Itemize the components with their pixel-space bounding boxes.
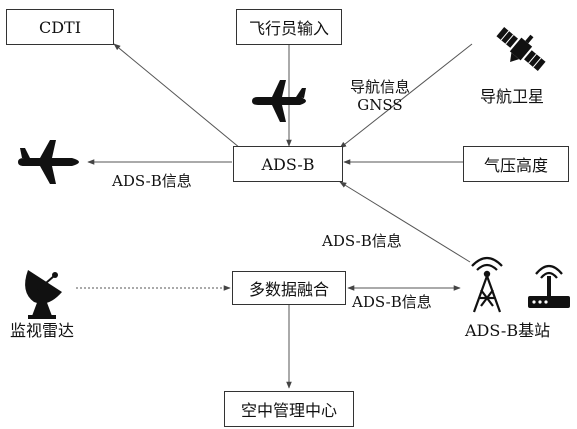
adsb-info-fusion-label: ADS-B信息 [352, 293, 432, 311]
radar-dish-icon [25, 270, 62, 319]
arrow-station-to-adsb [339, 181, 471, 263]
pilot-input-label: 飞行员输入 [248, 19, 329, 38]
radar-label: 监视雷达 [10, 321, 75, 340]
fusion-label: 多数据融合 [248, 280, 329, 299]
arrow-satellite-to-adsb [339, 43, 473, 149]
airplane-icon [252, 80, 306, 122]
arrow-adsb-to-cdti [113, 43, 241, 149]
adsb-info-left-label: ADS-B信息 [112, 172, 192, 190]
fusion-box: 多数据融合 [232, 271, 346, 305]
adsb-label: ADS-B [261, 154, 315, 174]
satellite-icon [496, 27, 546, 71]
airplane-icon [18, 140, 79, 184]
atc-center-label: 空中管理中心 [240, 401, 337, 420]
cdti-box: CDTI [6, 9, 114, 45]
station-label: ADS-B基站 [465, 321, 551, 340]
atc-center-box: 空中管理中心 [224, 391, 354, 427]
adsb-box: ADS-B [233, 146, 343, 182]
adsb-info-station-label: ADS-B信息 [322, 232, 402, 250]
pressure-altitude-label: 气压高度 [483, 156, 548, 175]
router-icon [528, 264, 570, 308]
nav-info-label: 导航信息 GNSS [349, 78, 410, 114]
pilot-input-box: 飞行员输入 [236, 9, 342, 45]
nav-satellite-label: 导航卫星 [480, 87, 545, 106]
radio-tower-icon [471, 256, 503, 313]
cdti-label: CDTI [38, 17, 82, 37]
pressure-altitude-box: 气压高度 [463, 146, 569, 182]
